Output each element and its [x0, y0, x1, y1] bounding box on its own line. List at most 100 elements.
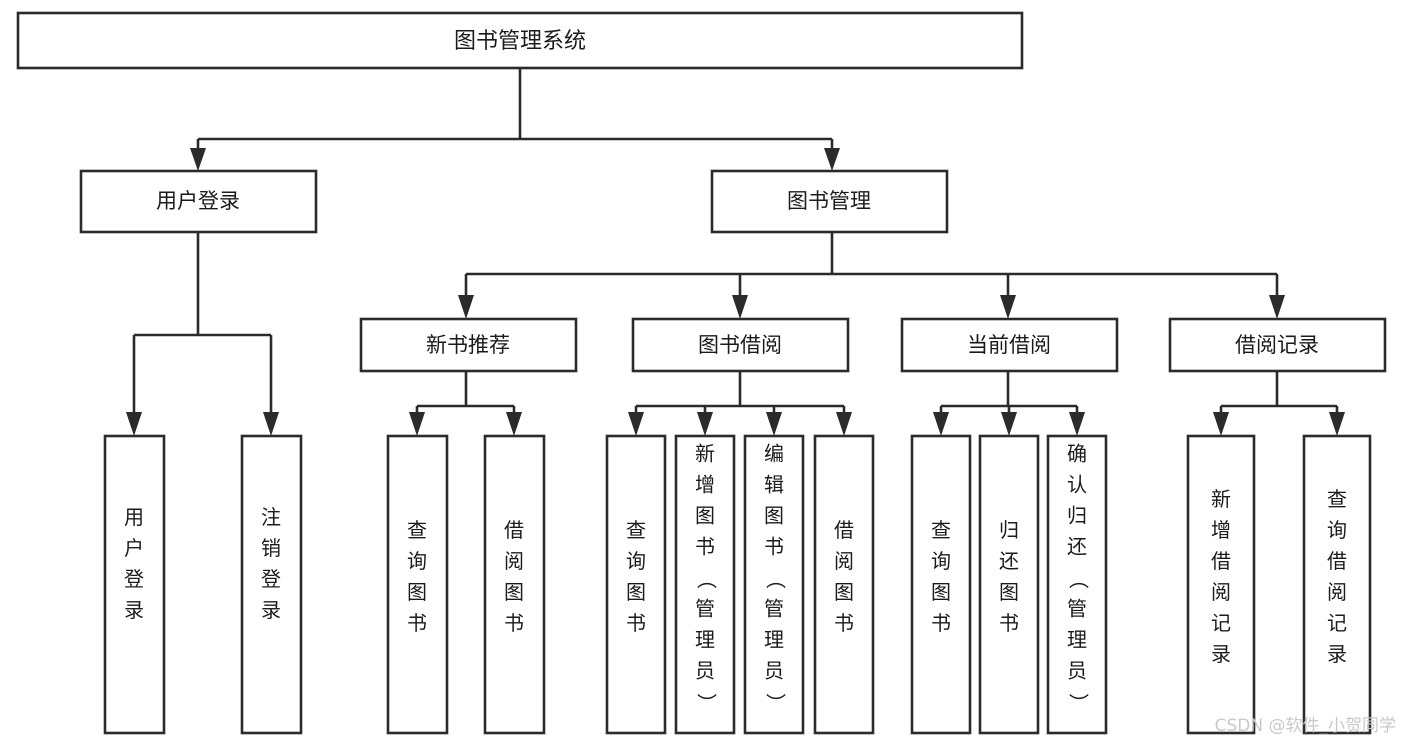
leaf-user-login-0[interactable]: 用户登录 [103, 434, 166, 735]
node-current-borrow-box[interactable] [900, 317, 1119, 373]
leaf-label-char: 借 [1327, 549, 1347, 573]
leaf-label-char: 书 [834, 611, 854, 635]
node-book-borrow[interactable]: 图书借阅 [631, 317, 850, 373]
node-borrow-record[interactable]: 借阅记录 [1168, 317, 1387, 373]
leaf-label-char: 图 [504, 580, 524, 604]
leaf-label-char: 书 [504, 611, 524, 635]
csdn-watermark: CSDN @软件_小贺同学 [1215, 716, 1396, 736]
node-user-login-label: 用户登录 [156, 189, 240, 213]
arrow-book-borrow-leaf-1 [628, 412, 644, 436]
leaf-label-char: 归 [999, 518, 1019, 542]
node-current-borrow[interactable]: 当前借阅 [900, 317, 1119, 373]
leaf-current-borrow-2-box[interactable] [1046, 434, 1108, 735]
arrow-user-login-leaf-1 [126, 412, 142, 436]
leaf-label-char: 录 [1327, 642, 1347, 666]
leaf-borrow-record-0-box[interactable] [1186, 434, 1256, 735]
leaf-borrow-record-1-box[interactable] [1302, 434, 1372, 735]
leaf-label-char: 员 [764, 659, 784, 683]
leaf-label-char: 图 [626, 580, 646, 604]
arrow-book-borrow-leaf-2 [697, 412, 713, 436]
leaf-label-char: 书 [931, 611, 951, 635]
node-user-login[interactable]: 用户登录 [79, 169, 318, 234]
leaf-new-book-1-box[interactable] [483, 434, 546, 735]
node-user-login-box[interactable] [79, 169, 318, 234]
node-borrow-record-label: 借阅记录 [1235, 333, 1319, 357]
leaf-label-char: 新 [1211, 487, 1231, 511]
arrow-current-borrow-leaf-2 [1001, 412, 1017, 436]
node-borrow-record-box[interactable] [1168, 317, 1387, 373]
leaf-label-char: 还 [1067, 535, 1087, 559]
leaf-label-char: 录 [1211, 642, 1231, 666]
node-current-borrow-label: 当前借阅 [967, 333, 1051, 357]
leaf-label-char: （ [764, 569, 788, 589]
leaf-label-char: 登 [261, 567, 281, 591]
leaf-label-char: 借 [834, 518, 854, 542]
leaf-label-char: 员 [1067, 659, 1087, 683]
leaf-new-book-0-box[interactable] [386, 434, 449, 735]
node-book-manage[interactable]: 图书管理 [710, 169, 949, 234]
leaf-label-char: 录 [124, 598, 144, 622]
leaf-label-char: 阅 [1327, 580, 1347, 604]
leaf-label-char: 增 [1211, 518, 1231, 542]
leaf-label-char: ） [764, 693, 788, 713]
leaf-label-char: 辑 [764, 473, 784, 497]
leaf-label-char: 记 [1211, 611, 1231, 635]
leaf-label-char: 图 [931, 580, 951, 604]
node-new-book-recommend[interactable]: 新书推荐 [359, 317, 578, 373]
leaf-label-char: 理 [764, 628, 784, 652]
leaf-label-char: 图 [834, 580, 854, 604]
node-book-manage-box[interactable] [710, 169, 949, 234]
node-new-book-recommend-box[interactable] [359, 317, 578, 373]
node-book-manage-label: 图书管理 [787, 189, 871, 213]
leaf-book-borrow-3-box[interactable] [813, 434, 875, 735]
node-book-borrow-box[interactable] [631, 317, 850, 373]
leaf-label-char: 书 [407, 611, 427, 635]
node-root-box[interactable] [16, 11, 1024, 70]
leaf-book-borrow-1-box[interactable] [674, 434, 736, 735]
leaf-label-char: 图 [764, 504, 784, 528]
arrow-user-login-leaf-2 [263, 412, 279, 436]
leaf-label-char: 理 [695, 628, 715, 652]
arrow-to-current-borrow [1000, 295, 1016, 319]
node-book-borrow-label: 图书借阅 [698, 333, 782, 357]
leaf-label-char: 询 [1327, 518, 1347, 542]
leaf-label-char: （ [695, 569, 719, 589]
leaf-label-char: 查 [931, 518, 951, 542]
leaf-book-borrow-0-box[interactable] [605, 434, 667, 735]
leaf-label-char: 用 [124, 505, 144, 529]
leaf-current-borrow-0-box[interactable] [910, 434, 972, 735]
leaf-book-borrow-2-box[interactable] [743, 434, 805, 735]
leaf-user-login-1-box[interactable] [240, 434, 303, 735]
leaf-label-char: 确 [1067, 442, 1087, 466]
arrow-current-borrow-leaf-1 [933, 412, 949, 436]
leaf-current-borrow-1-box[interactable] [978, 434, 1040, 735]
leaf-user-login-0-box[interactable] [103, 434, 166, 735]
leaf-label-char: 询 [931, 549, 951, 573]
node-root-label: 图书管理系统 [454, 29, 586, 54]
node-root[interactable]: 图书管理系统 [16, 11, 1024, 70]
leaf-label-char: 管 [764, 597, 784, 621]
leaf-label-char: 户 [124, 536, 144, 560]
leaf-label-char: 管 [1067, 597, 1087, 621]
leaf-user-login-0-label: 用户登录 [124, 505, 144, 622]
